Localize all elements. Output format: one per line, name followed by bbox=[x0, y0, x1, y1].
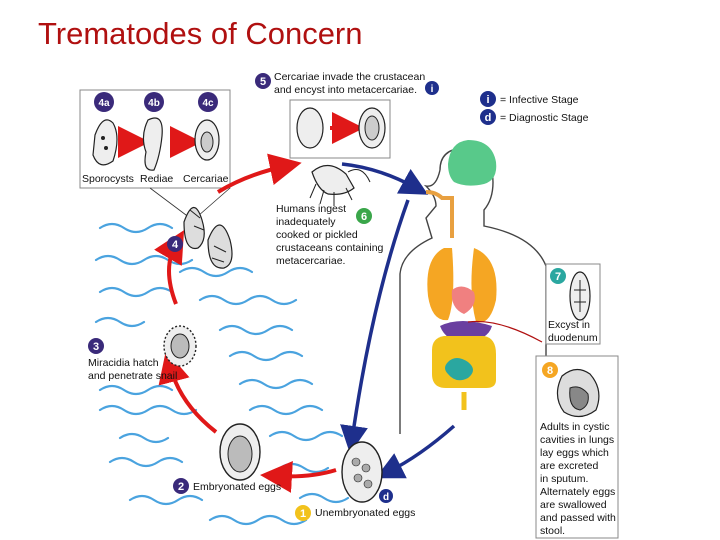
tag-4c: 4c bbox=[198, 92, 218, 112]
infective-marker: i bbox=[486, 94, 489, 106]
stage-8-text-7: are swallowed bbox=[540, 499, 607, 511]
stage-5-text-2: and encyst into metacercariae. bbox=[274, 84, 417, 96]
arrow-miracidia-to-snail bbox=[154, 230, 185, 305]
stage-3-text-1: Miracidia hatch bbox=[88, 357, 159, 369]
stage-7-text-1: Excyst in bbox=[548, 319, 590, 331]
stage-1-diagnostic-marker: d bbox=[383, 492, 389, 503]
arrow-eggs-to-miracidia bbox=[158, 350, 218, 434]
legend: i = Infective Stage d = Diagnostic Stage bbox=[480, 91, 589, 125]
stage-5-number: 5 bbox=[260, 76, 266, 88]
arrow-unembryonated-to-embryonated bbox=[260, 460, 337, 493]
stage-8: 8 Adults in cystic cavities in lungs lay… bbox=[540, 362, 616, 537]
crustacean-inset bbox=[289, 99, 391, 159]
stage-3-text-2: and penetrate snail bbox=[88, 370, 177, 382]
caption-sporocysts: Sporocysts bbox=[82, 173, 134, 185]
infective-legend-text: = Infective Stage bbox=[500, 94, 579, 106]
stage-6-text-2: inadequately bbox=[276, 216, 336, 228]
human-figure bbox=[399, 140, 547, 436]
stage-1: 1 Unembryonated eggs d bbox=[295, 489, 415, 521]
rediae-figure bbox=[142, 117, 163, 171]
stage-5-infective-badge bbox=[425, 81, 439, 95]
stage-3: 3 Miracidia hatch and penetrate snail bbox=[88, 338, 177, 382]
inset-pointer-lines bbox=[149, 187, 231, 219]
tag-4a-label: 4a bbox=[98, 98, 110, 109]
tag-4b-label: 4b bbox=[148, 98, 160, 109]
diagnostic-legend-badge: d bbox=[480, 109, 496, 125]
stage-7-number: 7 bbox=[555, 271, 561, 283]
caption-rediae: Rediae bbox=[140, 173, 173, 185]
crab-figure bbox=[309, 164, 371, 206]
cercariae-figure bbox=[194, 119, 220, 161]
stage-2-number: 2 bbox=[178, 481, 184, 493]
tag-4b: 4b bbox=[144, 92, 164, 112]
stage-8-text-2: cavities in lungs bbox=[540, 434, 614, 446]
arrow-human-to-eggs-sputum bbox=[340, 199, 410, 454]
adults-box bbox=[535, 355, 619, 539]
stage-1-diagnostic-badge bbox=[379, 489, 393, 503]
stage-6-text-4: crustaceans containing bbox=[276, 242, 384, 254]
snail-figure bbox=[183, 206, 233, 269]
stage-5-infective-marker: i bbox=[431, 84, 434, 95]
stage-2: 2 Embryonated eggs bbox=[173, 478, 281, 494]
stage-8-text-3: lay eggs which bbox=[540, 447, 609, 459]
stage-7-text-2: duodenum bbox=[548, 332, 598, 344]
larval-stages-inset: 4a 4b 4c Sporocysts Rediae Cercariae bbox=[79, 89, 231, 189]
stage-6-number: 6 bbox=[361, 211, 367, 223]
stage-8-text-8: and passed with bbox=[540, 512, 616, 524]
stage-1-number: 1 bbox=[300, 508, 306, 520]
stage-5: 5 Cercariae invade the crustacean and en… bbox=[255, 71, 439, 96]
stage-8-text-6: Alternately eggs bbox=[540, 486, 615, 498]
stage-2-text: Embryonated eggs bbox=[193, 481, 281, 493]
unembryonated-egg-figure bbox=[341, 441, 383, 503]
stage-8-number: 8 bbox=[547, 365, 553, 377]
stage-5-text-1: Cercariae invade the crustacean bbox=[274, 71, 425, 83]
stage-7: 7 Excyst in duodenum bbox=[548, 268, 598, 344]
infective-legend-badge: i bbox=[480, 91, 496, 107]
stage-3-number: 3 bbox=[93, 341, 99, 353]
diagnostic-marker: d bbox=[485, 112, 492, 124]
stage-4: 4 bbox=[167, 236, 183, 252]
tag-4a: 4a bbox=[94, 92, 114, 112]
stage-8-text-5: in sputum. bbox=[540, 473, 588, 485]
water-waves bbox=[94, 222, 350, 526]
stage-8-text-4: are excreted bbox=[540, 460, 599, 472]
stage-8-text-1: Adults in cystic bbox=[540, 421, 609, 433]
miracidium-figure bbox=[163, 325, 197, 367]
sporocyst-figure bbox=[92, 119, 118, 166]
stage-8-text-9: stool. bbox=[540, 525, 565, 537]
stage-6-text-3: cooked or pickled bbox=[276, 229, 358, 241]
stage-6-text-5: metacercariae. bbox=[276, 255, 345, 267]
stage-4-number: 4 bbox=[172, 239, 179, 251]
stage-1-text: Unembryonated eggs bbox=[315, 507, 415, 519]
stage-6-text-1: Humans ingest bbox=[276, 203, 346, 215]
embryonated-egg-figure bbox=[219, 423, 261, 481]
arrow-human-to-eggs-stool bbox=[375, 424, 456, 479]
arrow-snail-to-crustacean bbox=[216, 153, 302, 194]
stage-6: Humans ingest inadequately cooked or pic… bbox=[276, 203, 384, 267]
tag-4c-label: 4c bbox=[202, 98, 214, 109]
diagnostic-legend-text: = Diagnostic Stage bbox=[500, 112, 589, 124]
caption-cercariae: Cercariae bbox=[183, 173, 229, 185]
page-title: Trematodes of Concern bbox=[38, 16, 363, 51]
arrow-crab-to-human bbox=[341, 162, 429, 195]
